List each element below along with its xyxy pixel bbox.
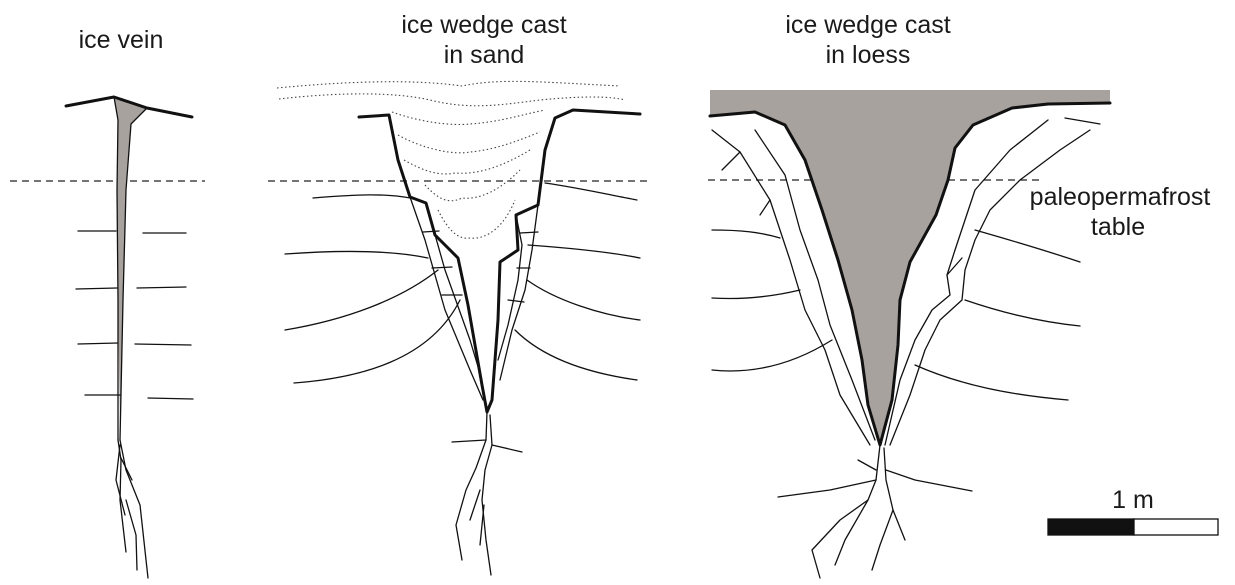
loess-fissure xyxy=(722,152,740,170)
sand-dotted-layer xyxy=(277,81,620,88)
sand-dotted-layer xyxy=(404,150,530,174)
loess-root xyxy=(872,448,893,570)
sand-root xyxy=(456,412,487,560)
loess-layer xyxy=(712,340,832,371)
sand-root xyxy=(452,440,486,442)
scale-bar-light-segment xyxy=(1134,519,1218,535)
sand-layer xyxy=(285,251,428,258)
loess-root xyxy=(886,470,972,491)
sand-dotted-layer xyxy=(392,110,545,125)
sand-layer xyxy=(515,330,637,380)
sand-dotted-layer xyxy=(279,94,625,106)
sand-dotted-layer xyxy=(425,170,520,201)
sand-wedge-line xyxy=(410,197,483,400)
vein-layer xyxy=(148,398,193,399)
loess-layer xyxy=(965,300,1080,326)
loess-title-line1: ice wedge cast xyxy=(785,11,950,39)
vein-root xyxy=(126,500,137,570)
sand-root xyxy=(470,490,480,520)
loess-root xyxy=(893,510,905,540)
vein-layer xyxy=(137,287,186,288)
ice-vein-fill xyxy=(114,97,147,430)
paleopermafrost-label-line2: table xyxy=(1091,213,1145,241)
sand-root xyxy=(492,445,522,452)
sand-layer xyxy=(285,270,438,330)
ice-vein-left-edge xyxy=(114,97,118,440)
sand-layer xyxy=(527,280,640,320)
vein-root xyxy=(121,458,132,480)
ice-vein-figure xyxy=(66,97,193,578)
ice-vein-title: ice vein xyxy=(79,26,164,54)
sand-layer xyxy=(528,245,640,258)
loess-root xyxy=(812,445,880,578)
sand-root xyxy=(480,505,484,545)
sand-root xyxy=(482,415,492,575)
sand-tick xyxy=(520,232,538,233)
sand-dotted-layer xyxy=(398,132,540,153)
loess-layer xyxy=(712,230,780,238)
vein-layer xyxy=(76,288,117,289)
sand-dotted-layer xyxy=(438,200,515,238)
loess-layer xyxy=(712,290,800,299)
loess-root xyxy=(858,460,876,470)
sand-layer xyxy=(294,300,460,383)
sand-title-line2: in sand xyxy=(444,41,525,69)
sand-layer xyxy=(545,183,637,200)
loess-root xyxy=(778,480,876,497)
loess-fissure xyxy=(1065,118,1100,124)
loess-layer xyxy=(975,230,1080,262)
vein-root xyxy=(120,440,148,578)
paleopermafrost-label-line1: paleopermafrost xyxy=(1030,183,1211,211)
loess-root xyxy=(835,500,868,565)
sand-cast-outline xyxy=(359,110,640,412)
vein-layer xyxy=(135,344,191,345)
sand-tick xyxy=(432,267,452,268)
loess-cast-figure xyxy=(710,90,1110,578)
scale-bar: 1 m xyxy=(1048,486,1218,535)
sand-cast-figure xyxy=(277,81,640,575)
vein-layer xyxy=(78,343,118,344)
sand-title-line1: ice wedge cast xyxy=(401,11,566,39)
sand-tick xyxy=(423,231,439,232)
loess-title-line2: in loess xyxy=(826,41,911,69)
loess-fissure xyxy=(760,200,770,215)
sand-layer xyxy=(313,195,418,200)
scale-label: 1 m xyxy=(1112,486,1154,514)
loess-layer xyxy=(915,365,1068,400)
scale-bar-dark-segment xyxy=(1048,519,1134,535)
